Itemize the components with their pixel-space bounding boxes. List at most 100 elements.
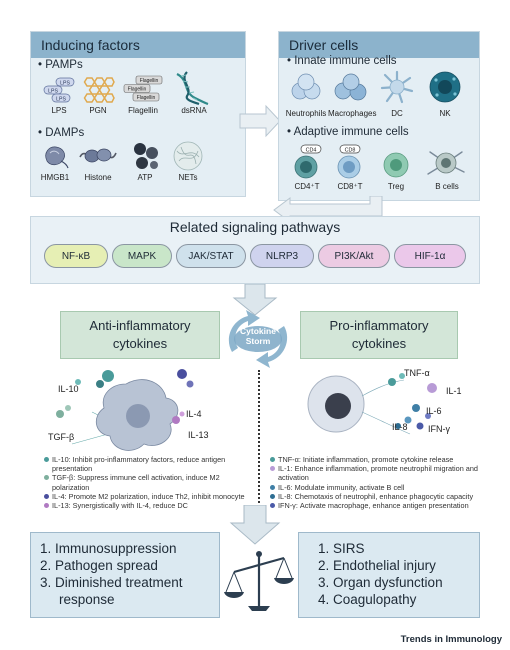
arrow-to-outcomes [229,505,281,545]
treg-icon [383,152,409,178]
pro-inflammatory-box [300,311,458,359]
pro-cytokine-il6: IL-6 [426,406,442,416]
pro-note-tnfa: TNF-α: Initiate inflammation, promote cy… [270,455,482,464]
flagellin-tag-1: Flagellin [140,78,159,84]
center-divider [258,370,260,510]
pathways-title: Related signaling pathways [169,219,341,235]
arrow-inducing-to-driver [239,104,281,138]
pro-note-il8: IL-8: Chemotaxis of neutrophil, enhance … [270,492,482,501]
anti-inflammatory-box [60,311,220,359]
pro-note-il1: IL-1: Enhance inflammation, promote neut… [270,464,482,482]
pro-inflammatory-title: Pro-inflammatory cytokines [300,317,458,353]
arrow-pathways-to-storm [232,284,278,316]
pro-outcome-1: 1. SIRS [318,541,365,556]
pro-cytokine-tnfa: TNF-α [404,368,430,378]
anti-outcome-2: 2. Pathogen spread [40,558,158,573]
pro-cell-illustration [307,373,437,435]
anti-cytokine-il10: IL-10 [58,384,79,394]
damps-label: • DAMPs [38,127,85,139]
anti-note-il10: IL-10: Inhibit pro-inflammatory factors,… [44,455,252,473]
pathway-jakstat: JAK/STAT [176,244,246,268]
dsrna-icon [176,71,209,106]
pamps-label: • PAMPs [38,59,83,71]
anti-cytokine-il4: IL-4 [186,409,202,419]
anti-note-il4: IL-4: Promote M2 polarization, induce Th… [44,492,252,501]
anti-outcome-3-cont: response [59,592,115,607]
anti-cytokine-tgfb: TGF-β [48,432,75,442]
pro-note-il6: IL-6: Modulate immunity, activate B cell [270,483,482,492]
neutrophil-icon [291,73,321,100]
pro-note-ifng: IFN-γ: Activate macrophage, enhance anti… [270,501,482,510]
anti-note-il13: IL-13: Synergistically with IL-4, reduce… [44,501,252,510]
pamps-text: PAMPs [45,59,83,71]
driver-cells-title: Driver cells [279,32,479,58]
flagellin-tag-2: Flagellin [128,87,147,93]
anti-note-tgfb: TGF-β: Suppress immune cell activation, … [44,473,252,492]
pamp-label-flagellin: Flagellin [128,106,158,115]
histone-icon [79,148,117,163]
innate-label-nk: NK [439,109,451,118]
balance-scale-icon [224,551,294,611]
pro-cytokine-il8: IL-8 [392,422,408,432]
flagellin-tag-3: Flagellin [137,95,156,101]
journal-footer: Trends in Immunology [400,634,502,645]
pathway-hif1a: HIF-1α [394,244,466,268]
lps-tag-3: LPS [56,96,66,102]
pro-outcome-3: 3. Organ dysfunction [318,575,443,590]
pathway-pi3k: PI3K/Akt [318,244,390,268]
anti-notes: IL-10: Inhibit pro-inflammatory factors,… [44,455,252,510]
adaptive-label-treg: Treg [387,182,405,191]
pro-cytokine-ifng: IFN-γ [428,424,450,434]
damp-label-atp: ATP [137,173,153,182]
anti-outcomes-box [30,532,220,618]
hmgb1-icon [45,146,69,169]
cd4-t-cell-icon: CD4 [294,144,322,179]
pro-title-line1: Pro-inflammatory [329,318,429,333]
pro-cytokine-il1: IL-1 [446,386,462,396]
nk-icon [429,71,461,103]
lps-tag-1: LPS [60,80,70,86]
inducing-factors-panel: Inducing factors [30,31,246,197]
pathway-nlrp3: NLRP3 [250,244,314,268]
anti-title-line2: cytokines [112,336,168,351]
damp-label-histone: Histone [84,173,112,182]
lps-icon: LPS LPS LPS [43,77,75,103]
pro-outcome-4: 4. Coagulopathy [318,592,417,607]
pro-outcome-2: 2. Endothelial injury [318,558,436,573]
anti-cell-illustration [56,369,194,451]
adaptive-label: • Adaptive immune cells [287,126,409,138]
b-cell-icon [427,151,465,175]
pamp-label-dsrna: dsRNA [181,106,207,115]
lps-tag-2: LPS [48,88,58,94]
cytokine-storm-label: Cytokine Storm [240,326,276,346]
innate-label-neutrophils: Neutrophils [285,109,327,118]
adaptive-label-cd8: CD8⁺T [337,182,363,191]
pro-title-line2: cytokines [351,336,407,351]
cd8-tag: CD8 [345,147,356,153]
damp-label-hmgb1: HMGB1 [40,173,70,182]
anti-outcomes-list: 1. Immunosuppression 2. Pathogen spread … [40,540,218,608]
pathway-mapk: MAPK [112,244,172,268]
cd8-t-cell-icon: CD8 [337,144,361,179]
damps-text: DAMPs [45,127,85,139]
innate-label: • Innate immune cells [287,55,397,67]
adaptive-text: Adaptive immune cells [293,126,409,138]
anti-cytokine-il13: IL-13 [188,430,209,440]
flagellin-icon: Flagellin Flagellin Flagellin [123,75,163,102]
inducing-factors-title: Inducing factors [31,32,245,58]
nets-icon [173,141,203,171]
anti-outcome-1: 1. Immunosuppression [40,541,177,556]
pamp-label-lps: LPS [51,106,67,115]
dc-icon [380,70,414,104]
pgn-icon [83,77,115,103]
pamp-label-pgn: PGN [89,106,107,115]
cd4-tag: CD4 [306,147,317,153]
atp-icon [134,143,158,169]
pathway-nfkb: NF-κB [44,244,108,268]
innate-label-dc: DC [391,109,403,118]
pro-outcomes-list: 1. SIRS 2. Endothelial injury 3. Organ d… [318,540,478,608]
anti-title-line1: Anti-inflammatory [89,318,191,333]
innate-label-macrophages: Macrophages [328,109,377,118]
cytokine-storm-swirl [228,310,288,368]
macrophage-icon [334,73,367,101]
